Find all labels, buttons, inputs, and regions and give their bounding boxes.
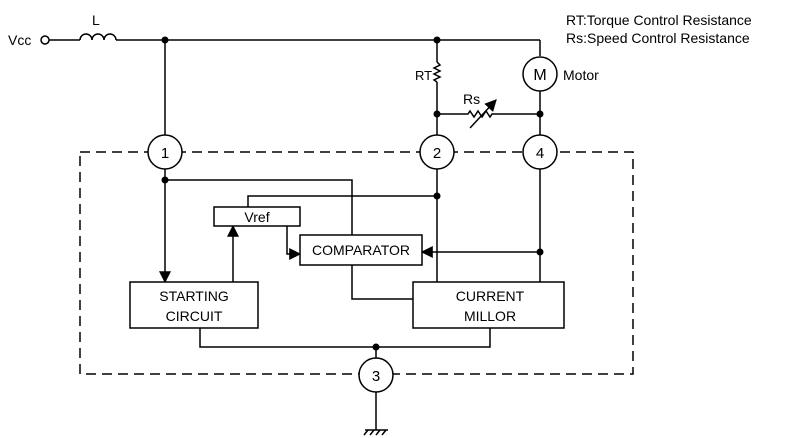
inductor-symbol (79, 33, 117, 41)
ic-boundary (79, 151, 634, 375)
ground-hatch (363, 429, 387, 436)
pin-2-label: 2 (433, 145, 441, 162)
pin-3 (358, 357, 394, 393)
rs-label: Rs (463, 91, 480, 107)
ground-bus (199, 328, 491, 348)
motor-label: Motor (563, 67, 599, 83)
current-label-line2: MILLOR (464, 308, 516, 324)
current-millor-block (412, 281, 565, 329)
rt-resistor (432, 61, 442, 83)
vref-label: Vref (244, 209, 269, 225)
legend-rt: RT:Torque Control Resistance (566, 12, 752, 28)
junction-dot (161, 176, 169, 184)
rt-label: RT (415, 68, 432, 83)
pin2-to-vref (247, 169, 438, 207)
starting-label-line1: STARTING (159, 288, 229, 304)
comparator-block (299, 234, 423, 266)
vref-block (213, 206, 301, 227)
pin-3-label: 3 (372, 368, 380, 385)
vcc-terminal (40, 35, 50, 45)
starting-label-line2: CIRCUIT (166, 308, 223, 324)
pin-1 (147, 134, 183, 170)
pin-1-label: 1 (161, 145, 169, 162)
comparator-label: COMPARATOR (312, 242, 410, 258)
pin-2 (419, 134, 455, 170)
junction-dot (536, 248, 544, 256)
pin-4-label: 4 (536, 145, 544, 162)
legend-rs: Rs:Speed Control Resistance (566, 30, 750, 46)
vref-to-comparator (286, 226, 302, 260)
current-label-line1: CURRENT (456, 288, 525, 304)
pin-4 (522, 134, 558, 170)
vcc-label: Vcc (8, 32, 31, 48)
motor-symbol-label: M (533, 67, 546, 84)
rs-resistor (437, 109, 540, 119)
starting-circuit-block (129, 281, 259, 329)
rs-adjust-arrow (469, 99, 497, 129)
inductor-label: L (92, 12, 100, 28)
